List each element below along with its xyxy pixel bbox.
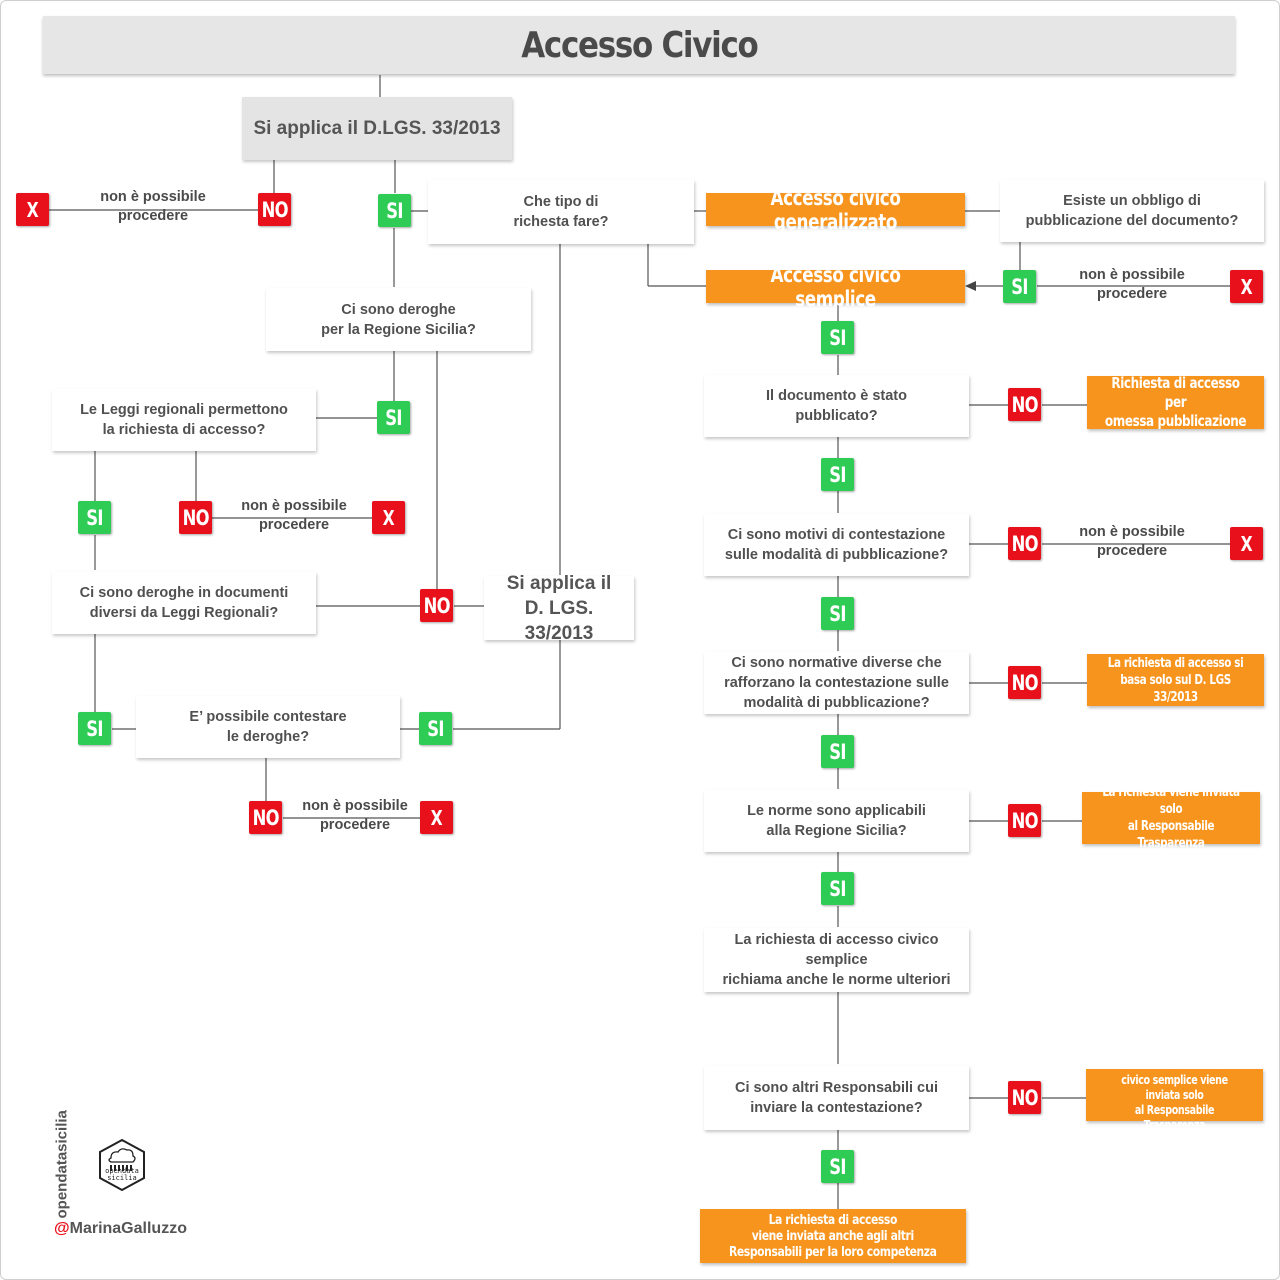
- non-possibile-label: non è possibile procedere: [1079, 267, 1185, 302]
- node-normative: Ci sono normative diverse che rafforzano…: [704, 652, 969, 714]
- outcome-generalizzato: Accesso civico generalizzato: [706, 186, 965, 234]
- page-title: Accesso Civico: [520, 24, 759, 66]
- no-badge: NO: [249, 801, 282, 834]
- no-badge: NO: [1008, 527, 1041, 560]
- author-handle: @MarinaGalluzzo: [54, 1220, 187, 1237]
- x-badge: X: [16, 193, 49, 226]
- node-deroghe-regione: Ci sono deroghe per la Regione Sicilia?: [266, 288, 531, 351]
- non-possibile-label: non è possibile procedere: [1079, 524, 1185, 559]
- non-possibile-label: non è possibile procedere: [241, 498, 347, 533]
- node-contestare-deroghe: E’ possibile contestare le deroghe?: [136, 696, 400, 758]
- no-badge: NO: [420, 589, 453, 622]
- si-badge: SI: [821, 735, 854, 768]
- outcome-solo-dlgs: La richiesta di accesso si basa solo sul…: [1087, 654, 1264, 706]
- no-badge: NO: [1008, 1081, 1041, 1114]
- si-badge: SI: [419, 712, 452, 745]
- outcome-solo-trasparenza: La richiesta viene inviata solo al Respo…: [1082, 785, 1260, 851]
- node-obbligo: Esiste un obbligo di pubblicazione del d…: [1000, 180, 1264, 242]
- x-badge: X: [372, 501, 405, 534]
- outcome-omessa: Richiesta di accesso per omessa pubblica…: [1087, 374, 1264, 430]
- si-badge: SI: [78, 712, 111, 745]
- non-possibile-label: non è possibile procedere: [302, 798, 408, 833]
- si-badge: SI: [377, 401, 410, 434]
- node-leggi-regionali: Le Leggi regionali permettono la richies…: [52, 389, 316, 451]
- node-si-applica-top: Si applica il D.LGS. 33/2013: [242, 97, 512, 160]
- si-badge: SI: [821, 321, 854, 354]
- si-badge: SI: [378, 194, 411, 227]
- opendatasicilia-vertical-text: opendatasicilia: [53, 1110, 71, 1219]
- node-motivi: Ci sono motivi di contestazione sulle mo…: [704, 514, 969, 576]
- outcome-altri-responsabili: La richiesta di accesso viene inviata an…: [700, 1209, 966, 1263]
- no-badge: NO: [1008, 666, 1041, 699]
- node-norme-applicabili: Le norme sono applicabili alla Regione S…: [704, 790, 969, 852]
- non-possibile-label: non è possibile procedere: [100, 189, 206, 224]
- si-badge: SI: [1003, 270, 1036, 303]
- si-badge: SI: [78, 501, 111, 534]
- no-badge: NO: [258, 193, 291, 226]
- node-richiama: La richiesta di accesso civico semplice …: [704, 928, 969, 992]
- outcome-semplice-trasparenza: La richiesta di accesso civico semplice …: [1086, 1058, 1263, 1132]
- node-pubblicato: Il documento è stato pubblicato?: [704, 375, 969, 437]
- no-badge: NO: [1008, 388, 1041, 421]
- x-badge: X: [1230, 270, 1263, 303]
- hexagon-logo-icon: [99, 1138, 145, 1192]
- x-badge: X: [420, 801, 453, 834]
- no-badge: NO: [1008, 804, 1041, 837]
- no-badge: NO: [179, 501, 212, 534]
- si-badge: SI: [821, 458, 854, 491]
- si-badge: SI: [821, 597, 854, 630]
- outcome-semplice: Accesso civico semplice: [706, 263, 965, 311]
- node-altri-responsabili: Ci sono altri Responsabili cui inviare l…: [704, 1066, 969, 1130]
- node-deroghe-documenti: Ci sono deroghe in documenti diversi da …: [52, 572, 316, 634]
- si-badge: SI: [821, 872, 854, 905]
- node-si-applica-mid: Si applica il D. LGS. 33/2013: [484, 573, 634, 644]
- si-badge: SI: [821, 1150, 854, 1183]
- node-che-tipo: Che tipo di richesta fare?: [428, 180, 694, 244]
- opendatasicilia-logo: opendata sicilia: [96, 1138, 148, 1192]
- title-bar: Accesso Civico: [43, 16, 1235, 74]
- x-badge: X: [1230, 527, 1263, 560]
